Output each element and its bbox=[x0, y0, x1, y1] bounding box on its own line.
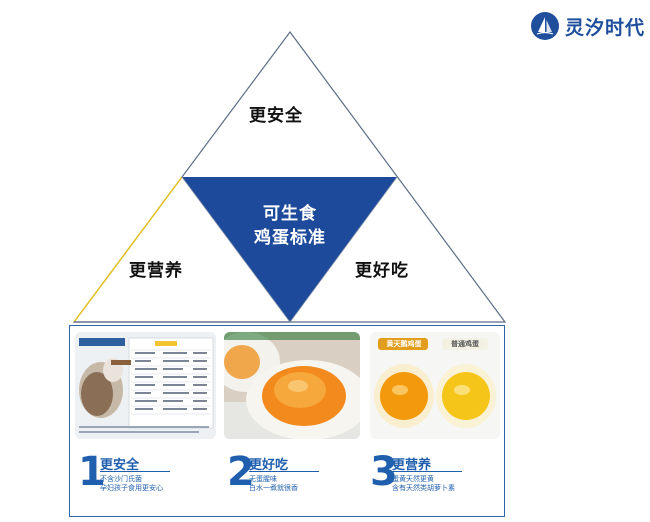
feature-line-2: 孕妇孩子食用更安心 bbox=[100, 484, 163, 492]
feature-number: 1 bbox=[78, 449, 106, 495]
sail-logo-icon bbox=[531, 12, 559, 40]
pyramid-top-label: 更安全 bbox=[249, 106, 303, 126]
pyramid-left-label: 更营养 bbox=[129, 261, 183, 281]
certificate-photo bbox=[75, 332, 216, 439]
center-line-2: 鸡蛋标准 bbox=[254, 228, 326, 248]
yolk-comparison-image bbox=[370, 332, 500, 439]
yolk-label-right: 普通鸡蛋 bbox=[451, 340, 479, 348]
pyramid-center-label: 可生食 鸡蛋标准 bbox=[240, 202, 340, 250]
feature-divider bbox=[249, 471, 319, 472]
feature-title: 更营养 bbox=[392, 458, 432, 473]
pyramid-right-label: 更好吃 bbox=[355, 261, 409, 281]
certificate-image bbox=[75, 332, 216, 439]
feature-line-1: 不含沙门氏菌 bbox=[100, 475, 142, 483]
feature-number: 3 bbox=[370, 449, 398, 495]
boiled-egg-photo bbox=[224, 332, 360, 439]
yolk-label-left: 黄天鹅鸡蛋 bbox=[386, 340, 422, 348]
center-triangle bbox=[182, 177, 397, 322]
feature-line-1: 蛋黄天然更黄 bbox=[392, 475, 434, 483]
feature-panel: 黄天鹅鸡蛋 普通鸡蛋 1 更安全 不含沙门氏菌 孕妇孩子食用更安心 2 更好吃 … bbox=[69, 325, 505, 517]
pyramid-diagram bbox=[72, 30, 507, 323]
brand-logo: 灵汐时代 bbox=[531, 12, 645, 40]
feature-line-2: 含有天然类胡萝卜素 bbox=[392, 484, 455, 492]
feature-title: 更好吃 bbox=[249, 458, 289, 473]
feature-title: 更安全 bbox=[100, 458, 140, 473]
feature-line-2: 白水一煮就很香 bbox=[249, 484, 298, 492]
yolk-comparison-photo: 黄天鹅鸡蛋 普通鸡蛋 bbox=[370, 332, 500, 439]
feature-number: 2 bbox=[227, 449, 255, 495]
feature-divider bbox=[392, 471, 462, 472]
feature-line-1: 无蛋腥味 bbox=[249, 475, 277, 483]
left-edge-highlight bbox=[73, 176, 183, 323]
brand-name: 灵汐时代 bbox=[565, 16, 646, 39]
center-line-1: 可生食 bbox=[263, 204, 317, 224]
feature-divider bbox=[100, 471, 170, 472]
boiled-egg-image bbox=[224, 332, 360, 439]
